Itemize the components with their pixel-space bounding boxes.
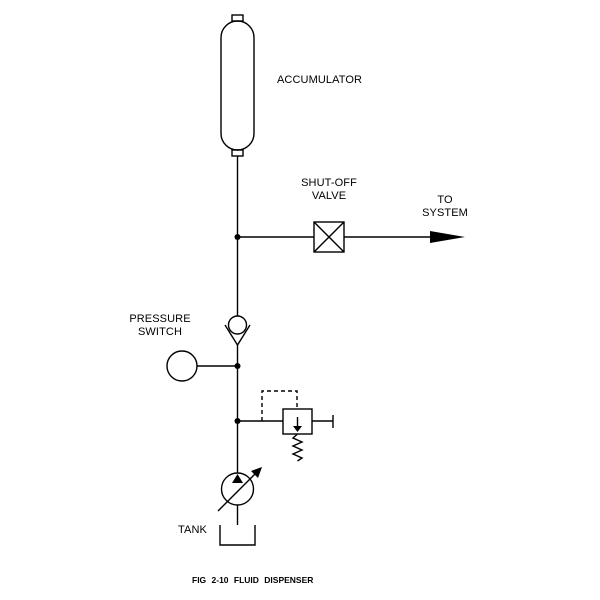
shutoff-valve-label-line1: SHUT-OFF <box>301 177 357 189</box>
tank-label-text: TANK <box>178 524 207 536</box>
pump-output-triangle-icon <box>232 474 243 483</box>
relief-valve-symbol <box>237 390 334 462</box>
relief-valve-arrowhead-icon <box>293 426 302 432</box>
check-valve-symbol <box>224 315 251 347</box>
accumulator-symbol <box>220 14 255 157</box>
shutoff-valve-symbol <box>313 221 345 253</box>
accumulator-label-text: ACCUMULATOR <box>277 74 363 86</box>
pressure-switch-label-line1: PRESSURE <box>129 313 191 325</box>
figure-caption: FIG 2-10 FLUID DISPENSER <box>192 575 314 585</box>
relief-valve-pilot-line <box>261 390 298 421</box>
shutoff-valve-label-line2: VALVE <box>311 190 347 202</box>
tank-symbol <box>219 525 256 546</box>
pump-symbol <box>217 469 260 512</box>
relief-valve-spring <box>291 433 304 462</box>
accumulator-bottom-cap <box>231 149 244 157</box>
pump-variable-arrowhead-icon <box>251 467 262 478</box>
check-valve-seat <box>224 324 251 347</box>
shutoff-valve-label: SHUT-OFF VALVE <box>301 177 357 203</box>
to-system-label-line2: SYSTEM <box>422 207 468 219</box>
junction-dot-pressure-switch <box>234 363 241 369</box>
to-system-label-line1: TO <box>437 194 453 206</box>
pump-variable-arrow-shaft <box>217 469 260 512</box>
pressure-switch-circle <box>166 350 198 382</box>
shutoff-valve-cross-b <box>313 221 345 253</box>
pressure-switch-label-line2: SWITCH <box>138 326 182 338</box>
accumulator-label: ACCUMULATOR <box>277 74 362 87</box>
check-valve-ball <box>227 315 248 335</box>
accumulator-top-cap <box>231 14 244 22</box>
to-system-arrow-icon <box>430 231 465 243</box>
pressure-switch-symbol <box>166 350 238 382</box>
accumulator-body <box>220 20 255 151</box>
pressure-switch-label: PRESSURE SWITCH <box>120 313 200 339</box>
junction-dot-valve-branch <box>234 234 241 240</box>
junction-dot-relief-valve <box>234 418 241 424</box>
to-system-label: TO SYSTEM <box>417 194 473 220</box>
tank-label: TANK <box>178 524 207 537</box>
pump-circle <box>220 472 255 506</box>
